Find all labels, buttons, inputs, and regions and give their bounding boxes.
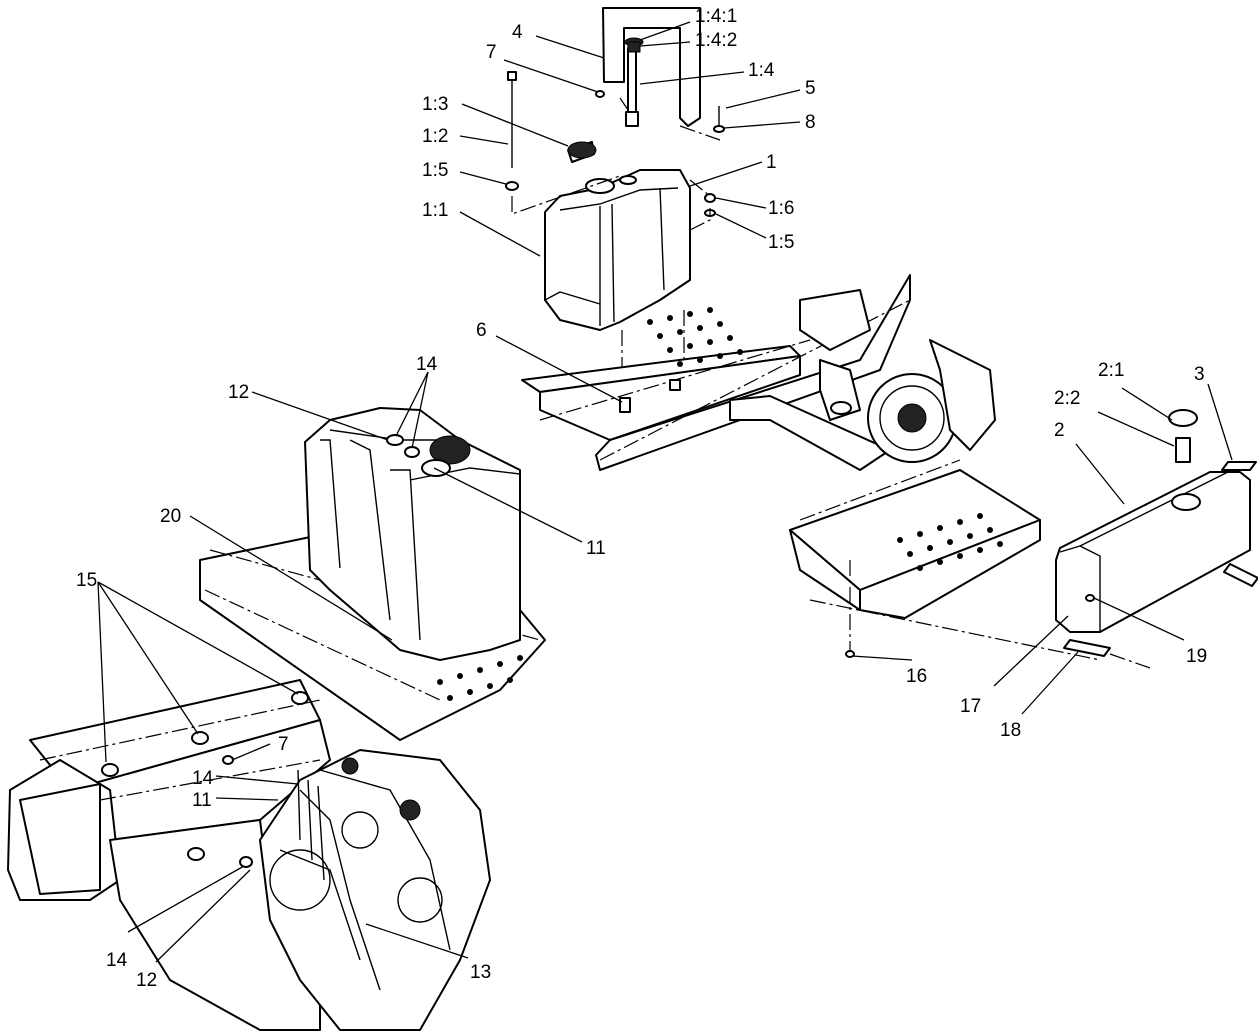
label-17: 17 xyxy=(960,696,981,717)
label-14-bottom: 14 xyxy=(106,950,128,971)
upper-frame xyxy=(521,274,996,471)
label-1-5-right: 1:5 xyxy=(768,232,794,253)
label-1-6: 1:6 xyxy=(768,198,794,219)
label-7-top: 7 xyxy=(486,42,497,63)
label-3: 3 xyxy=(1194,364,1205,385)
label-2-2: 2:2 xyxy=(1054,388,1080,409)
small-tank-assembly xyxy=(505,7,725,420)
label-1-3: 1:3 xyxy=(422,94,448,115)
leader-lines xyxy=(97,21,1233,963)
label-2-1: 2:1 xyxy=(1098,360,1124,381)
label-1-4-2: 1:4:2 xyxy=(695,30,737,51)
label-14-mid: 14 xyxy=(192,768,214,789)
part-labels: 1:4:1 1:4:2 4 7 1:4 5 8 1:3 1:2 1:5 1 1:… xyxy=(76,6,1207,991)
perforation-holes-upper xyxy=(647,307,743,367)
label-8: 8 xyxy=(805,112,816,133)
label-20: 20 xyxy=(160,506,181,527)
label-1-5-left: 1:5 xyxy=(422,160,448,181)
label-1-4-1: 1:4:1 xyxy=(695,6,737,27)
label-6: 6 xyxy=(476,320,487,341)
label-1-2: 1:2 xyxy=(422,126,448,147)
large-tank-assembly xyxy=(199,407,546,741)
label-7-mid: 7 xyxy=(278,734,289,755)
lower-frame-and-engine xyxy=(7,679,491,1031)
label-16: 16 xyxy=(906,666,927,687)
label-4: 4 xyxy=(512,22,523,43)
label-15: 15 xyxy=(76,570,97,591)
label-12-bottom: 12 xyxy=(136,970,157,991)
label-18: 18 xyxy=(1000,720,1021,741)
label-5: 5 xyxy=(805,78,816,99)
label-19: 19 xyxy=(1186,646,1207,667)
label-2: 2 xyxy=(1054,420,1065,441)
label-1: 1 xyxy=(766,152,777,173)
label-1-1: 1:1 xyxy=(422,200,448,221)
label-13: 13 xyxy=(470,962,491,983)
right-step-and-tank xyxy=(789,409,1258,669)
perforation-holes-right xyxy=(897,513,1003,571)
label-11-top: 11 xyxy=(586,538,606,559)
label-1-4: 1:4 xyxy=(748,60,775,81)
label-14-top: 14 xyxy=(416,354,438,375)
label-12-top: 12 xyxy=(228,382,249,403)
perforation-holes-middle xyxy=(437,655,523,701)
label-11-mid: 11 xyxy=(192,790,212,811)
